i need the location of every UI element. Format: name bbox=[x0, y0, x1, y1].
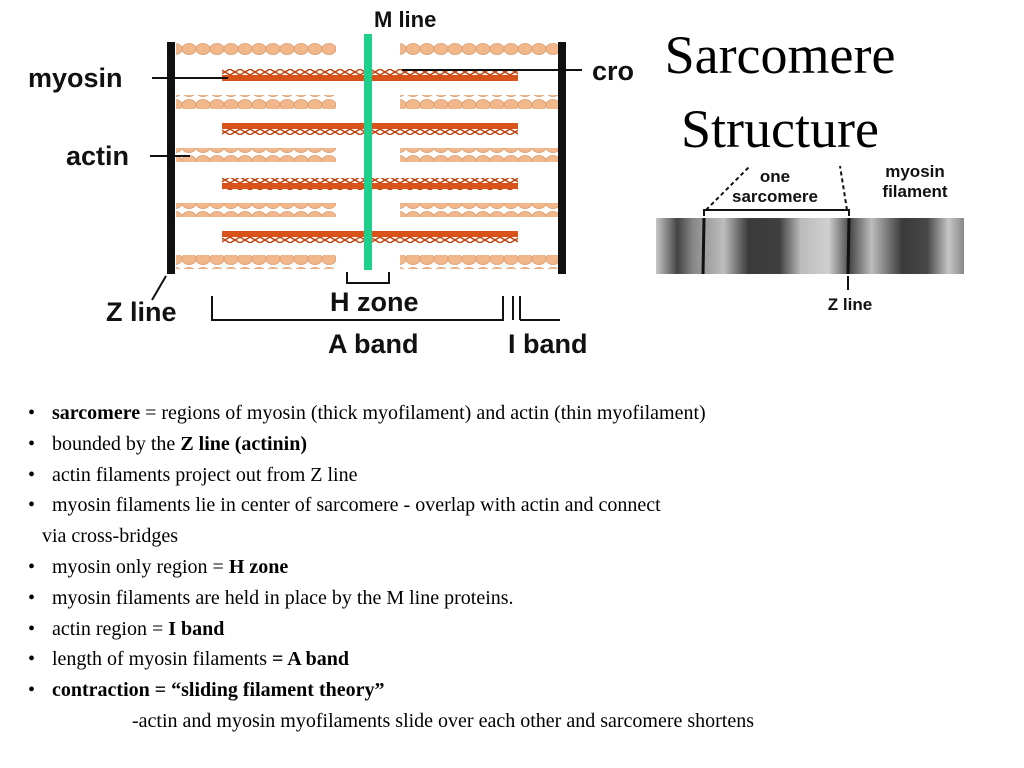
actin-filament bbox=[400, 43, 562, 57]
micrograph-z-line-left bbox=[701, 217, 706, 275]
myosin-filament-label-1: myosin bbox=[885, 162, 945, 181]
bullet-item: • bounded by the Z line (actinin) bbox=[28, 429, 1008, 460]
bullet-item: • actin filaments project out from Z lin… bbox=[28, 460, 1008, 491]
actin-filament bbox=[400, 255, 562, 269]
bullet-dot: • bbox=[28, 617, 36, 640]
one-sarcomere-label-2: sarcomere bbox=[732, 187, 818, 206]
actin-filament bbox=[400, 148, 562, 162]
title-line-1: Sarcomere bbox=[664, 25, 896, 85]
bullet-text: -actin and myosin myofilaments slide ove… bbox=[132, 709, 755, 732]
bullet-dot: • bbox=[28, 648, 36, 671]
myosin-filament-label-2: filament bbox=[882, 182, 948, 201]
actin-filament bbox=[176, 95, 336, 109]
bullet-term: contraction = “sliding filament theory” bbox=[52, 679, 385, 702]
actin-filament bbox=[176, 148, 336, 162]
micrograph-z-line-label: Z line bbox=[828, 295, 872, 314]
bullet-item: • myosin filaments lie in center of sarc… bbox=[28, 490, 1008, 521]
actin-filament bbox=[176, 43, 336, 57]
bullet-term: Z line (actinin) bbox=[180, 432, 307, 455]
bullet-item: • sarcomere = regions of myosin (thick m… bbox=[28, 398, 1008, 429]
bullet-text: actin region = bbox=[52, 617, 169, 640]
m-line-label: M line bbox=[374, 7, 436, 32]
bullet-dot: • bbox=[28, 586, 36, 609]
bullet-dot: • bbox=[28, 463, 36, 486]
z-line-pointer bbox=[151, 275, 167, 301]
actin-label: actin bbox=[66, 141, 129, 171]
bullet-continuation: via cross-bridges bbox=[28, 521, 1008, 552]
z-line-left bbox=[167, 42, 175, 274]
sarcomere-micrograph: one sarcomere myosin filament Z line bbox=[656, 162, 964, 314]
a-band-label: A band bbox=[328, 329, 419, 359]
one-sarcomere-pointer-right bbox=[839, 165, 848, 211]
actin-filaments bbox=[176, 43, 562, 269]
cross-bridge-label: cro bbox=[592, 56, 634, 86]
bullet-dot: • bbox=[28, 402, 36, 424]
slide-title: Sarcomere Structure bbox=[640, 18, 920, 166]
bullet-dot: • bbox=[28, 494, 36, 517]
bullet-dot: • bbox=[28, 432, 36, 455]
micrograph-z-line-right bbox=[846, 217, 851, 275]
one-sarcomere-bracket bbox=[703, 209, 850, 216]
bullet-text: = regions of myosin (thick myofilament) … bbox=[140, 402, 706, 424]
z-line-right bbox=[558, 42, 566, 274]
h-zone-label: H zone bbox=[330, 287, 419, 317]
actin-filament bbox=[400, 203, 562, 217]
z-line-label: Z line bbox=[106, 297, 177, 327]
bullet-text: actin filaments project out from Z line bbox=[52, 463, 358, 486]
sarcomere-diagram: M line myosin actin cro Z line H zone A … bbox=[28, 7, 634, 359]
h-zone-bracket bbox=[346, 272, 390, 284]
bullet-item: • myosin only region = H zone bbox=[28, 552, 1008, 583]
actin-filament bbox=[176, 255, 336, 269]
bullet-item: • length of myosin filaments = A band bbox=[28, 644, 1008, 675]
title-line-2: Structure bbox=[681, 99, 879, 159]
bullet-item: • myosin filaments are held in place by … bbox=[28, 583, 1008, 614]
bullet-item: • actin region = I band bbox=[28, 614, 1008, 645]
m-line bbox=[364, 34, 372, 270]
a-band-bracket bbox=[211, 296, 504, 321]
one-sarcomere-pointer-left bbox=[705, 165, 751, 211]
i-band-label: I band bbox=[508, 329, 588, 359]
bullet-term: I band bbox=[168, 617, 225, 640]
bullet-text: myosin filaments are held in place by th… bbox=[52, 586, 514, 609]
bullet-sub-item: -actin and myosin myofilaments slide ove… bbox=[28, 706, 1008, 737]
bullet-text: bounded by the bbox=[52, 432, 181, 455]
bullet-text: length of myosin filaments bbox=[52, 648, 272, 671]
bullet-list: • sarcomere = regions of myosin (thick m… bbox=[28, 398, 1008, 737]
bullet-text: myosin only region = bbox=[52, 555, 229, 578]
one-sarcomere-label-1: one bbox=[760, 167, 790, 186]
bullet-item: • contraction = “sliding filament theory… bbox=[28, 675, 1008, 706]
actin-filament bbox=[176, 203, 336, 217]
bullet-term: H zone bbox=[228, 555, 289, 578]
bullet-dot: • bbox=[28, 679, 36, 702]
bullet-term: = A band bbox=[271, 648, 349, 671]
actin-filament bbox=[400, 95, 562, 109]
bullet-text: via cross-bridges bbox=[42, 525, 179, 548]
myosin-label: myosin bbox=[28, 63, 123, 93]
bullet-text: myosin filaments lie in center of sarcom… bbox=[52, 494, 661, 517]
bullet-dot: • bbox=[28, 555, 36, 578]
micrograph-strip bbox=[656, 218, 964, 274]
bullet-term: sarcomere bbox=[52, 402, 141, 424]
